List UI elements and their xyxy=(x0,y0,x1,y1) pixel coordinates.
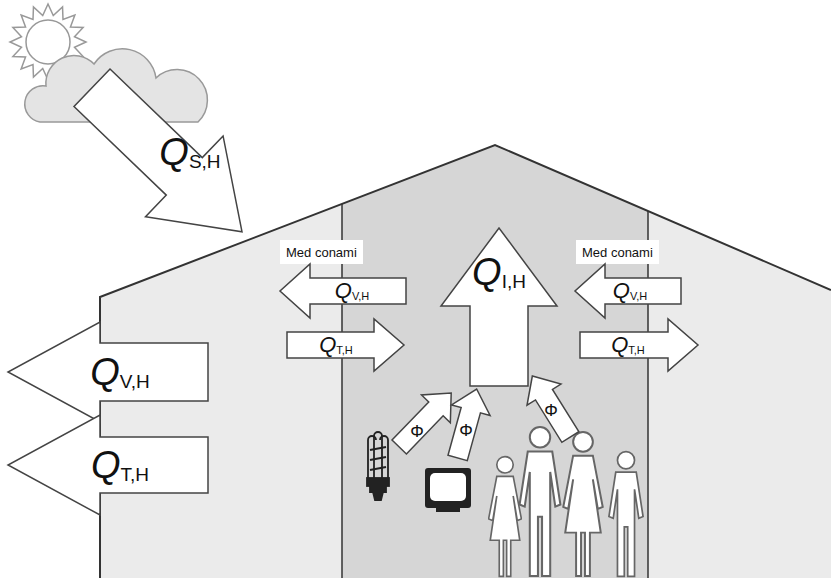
heat-flow-arrow: Φ xyxy=(446,387,492,463)
ventilation-loss-arrow: QV,H xyxy=(6,320,210,424)
arrow-outline xyxy=(8,415,208,515)
heat-flow-arrow: Φ xyxy=(525,374,581,444)
arrow-label: QV,H xyxy=(90,353,150,391)
label-box: Med conami xyxy=(576,240,659,264)
arrow-outline xyxy=(392,393,451,454)
symbol-text: Q xyxy=(613,278,630,303)
internal-gain-arrow: QI,H xyxy=(439,226,559,388)
side-zone xyxy=(648,211,831,578)
symbol-text: Q xyxy=(611,332,628,357)
subscript-text: V,H xyxy=(352,290,369,302)
arrow-outline xyxy=(580,319,698,371)
symbol-text: Med conami xyxy=(286,245,357,260)
solar-gain-arrow: QS,H xyxy=(72,67,244,234)
arrow-label: Φ xyxy=(544,402,558,419)
arrow-shape xyxy=(439,226,559,388)
subscript-text: S,H xyxy=(189,151,221,172)
subscript-text: T,H xyxy=(121,464,150,485)
arrow-label: Med conami xyxy=(286,244,357,260)
arrow-outline xyxy=(448,389,490,461)
arrow-outline xyxy=(8,322,208,422)
transmission-loss-arrow: QT,H xyxy=(6,413,210,517)
partition-wall xyxy=(647,211,649,578)
arrow-label: QV,H xyxy=(613,280,647,302)
arrow-label: Φ xyxy=(459,422,473,439)
arrow-label: QI,H xyxy=(472,253,526,291)
arrow-outline xyxy=(280,264,406,318)
symbol-text: Med conami xyxy=(582,245,653,260)
arrow-label: QT,H xyxy=(319,334,353,356)
arrow-label: Med conami xyxy=(582,244,653,260)
tv-icon xyxy=(425,468,471,512)
arrow-outline xyxy=(441,228,557,386)
transmission-loss-arrow: QT,H xyxy=(578,317,700,373)
arrow-label: Φ xyxy=(410,423,424,440)
symbol-text: Φ xyxy=(410,422,424,441)
subscript-text: V,H xyxy=(120,371,150,392)
bulb-icon xyxy=(367,432,389,500)
arrow-label: QS,H xyxy=(159,133,220,171)
transmission-loss-arrow: QT,H xyxy=(285,317,406,373)
symbol-text: Φ xyxy=(459,421,473,440)
symbol-text: Q xyxy=(90,351,120,393)
heat-flow-arrow: Φ xyxy=(390,391,453,456)
arrow-outline xyxy=(287,319,404,371)
family-icon xyxy=(489,427,643,576)
symbol-text: Q xyxy=(319,332,336,357)
symbol-text: Q xyxy=(159,131,189,173)
label-box: Med conami xyxy=(280,240,363,264)
subscript-text: T,H xyxy=(336,344,353,356)
symbol-text: Q xyxy=(335,278,352,303)
ventilation-loss-arrow: QV,H xyxy=(573,262,683,320)
symbol-text: Q xyxy=(91,444,121,486)
arrow-shape xyxy=(72,67,244,234)
subscript-text: T,H xyxy=(628,344,645,356)
ventilation-loss-arrow: QV,H xyxy=(278,262,408,320)
arrow-label: QV,H xyxy=(335,280,369,302)
symbol-text: Q xyxy=(472,251,502,293)
subscript-text: V,H xyxy=(630,290,647,302)
arrow-label: QT,H xyxy=(611,334,645,356)
subscript-text: I,H xyxy=(502,271,526,292)
arrow-outline xyxy=(74,69,242,232)
symbol-text: Φ xyxy=(544,401,558,420)
arrow-outline xyxy=(575,264,681,318)
arrow-label: QT,H xyxy=(91,446,149,484)
heated-zone xyxy=(342,145,648,578)
arrow-outline xyxy=(527,376,579,442)
